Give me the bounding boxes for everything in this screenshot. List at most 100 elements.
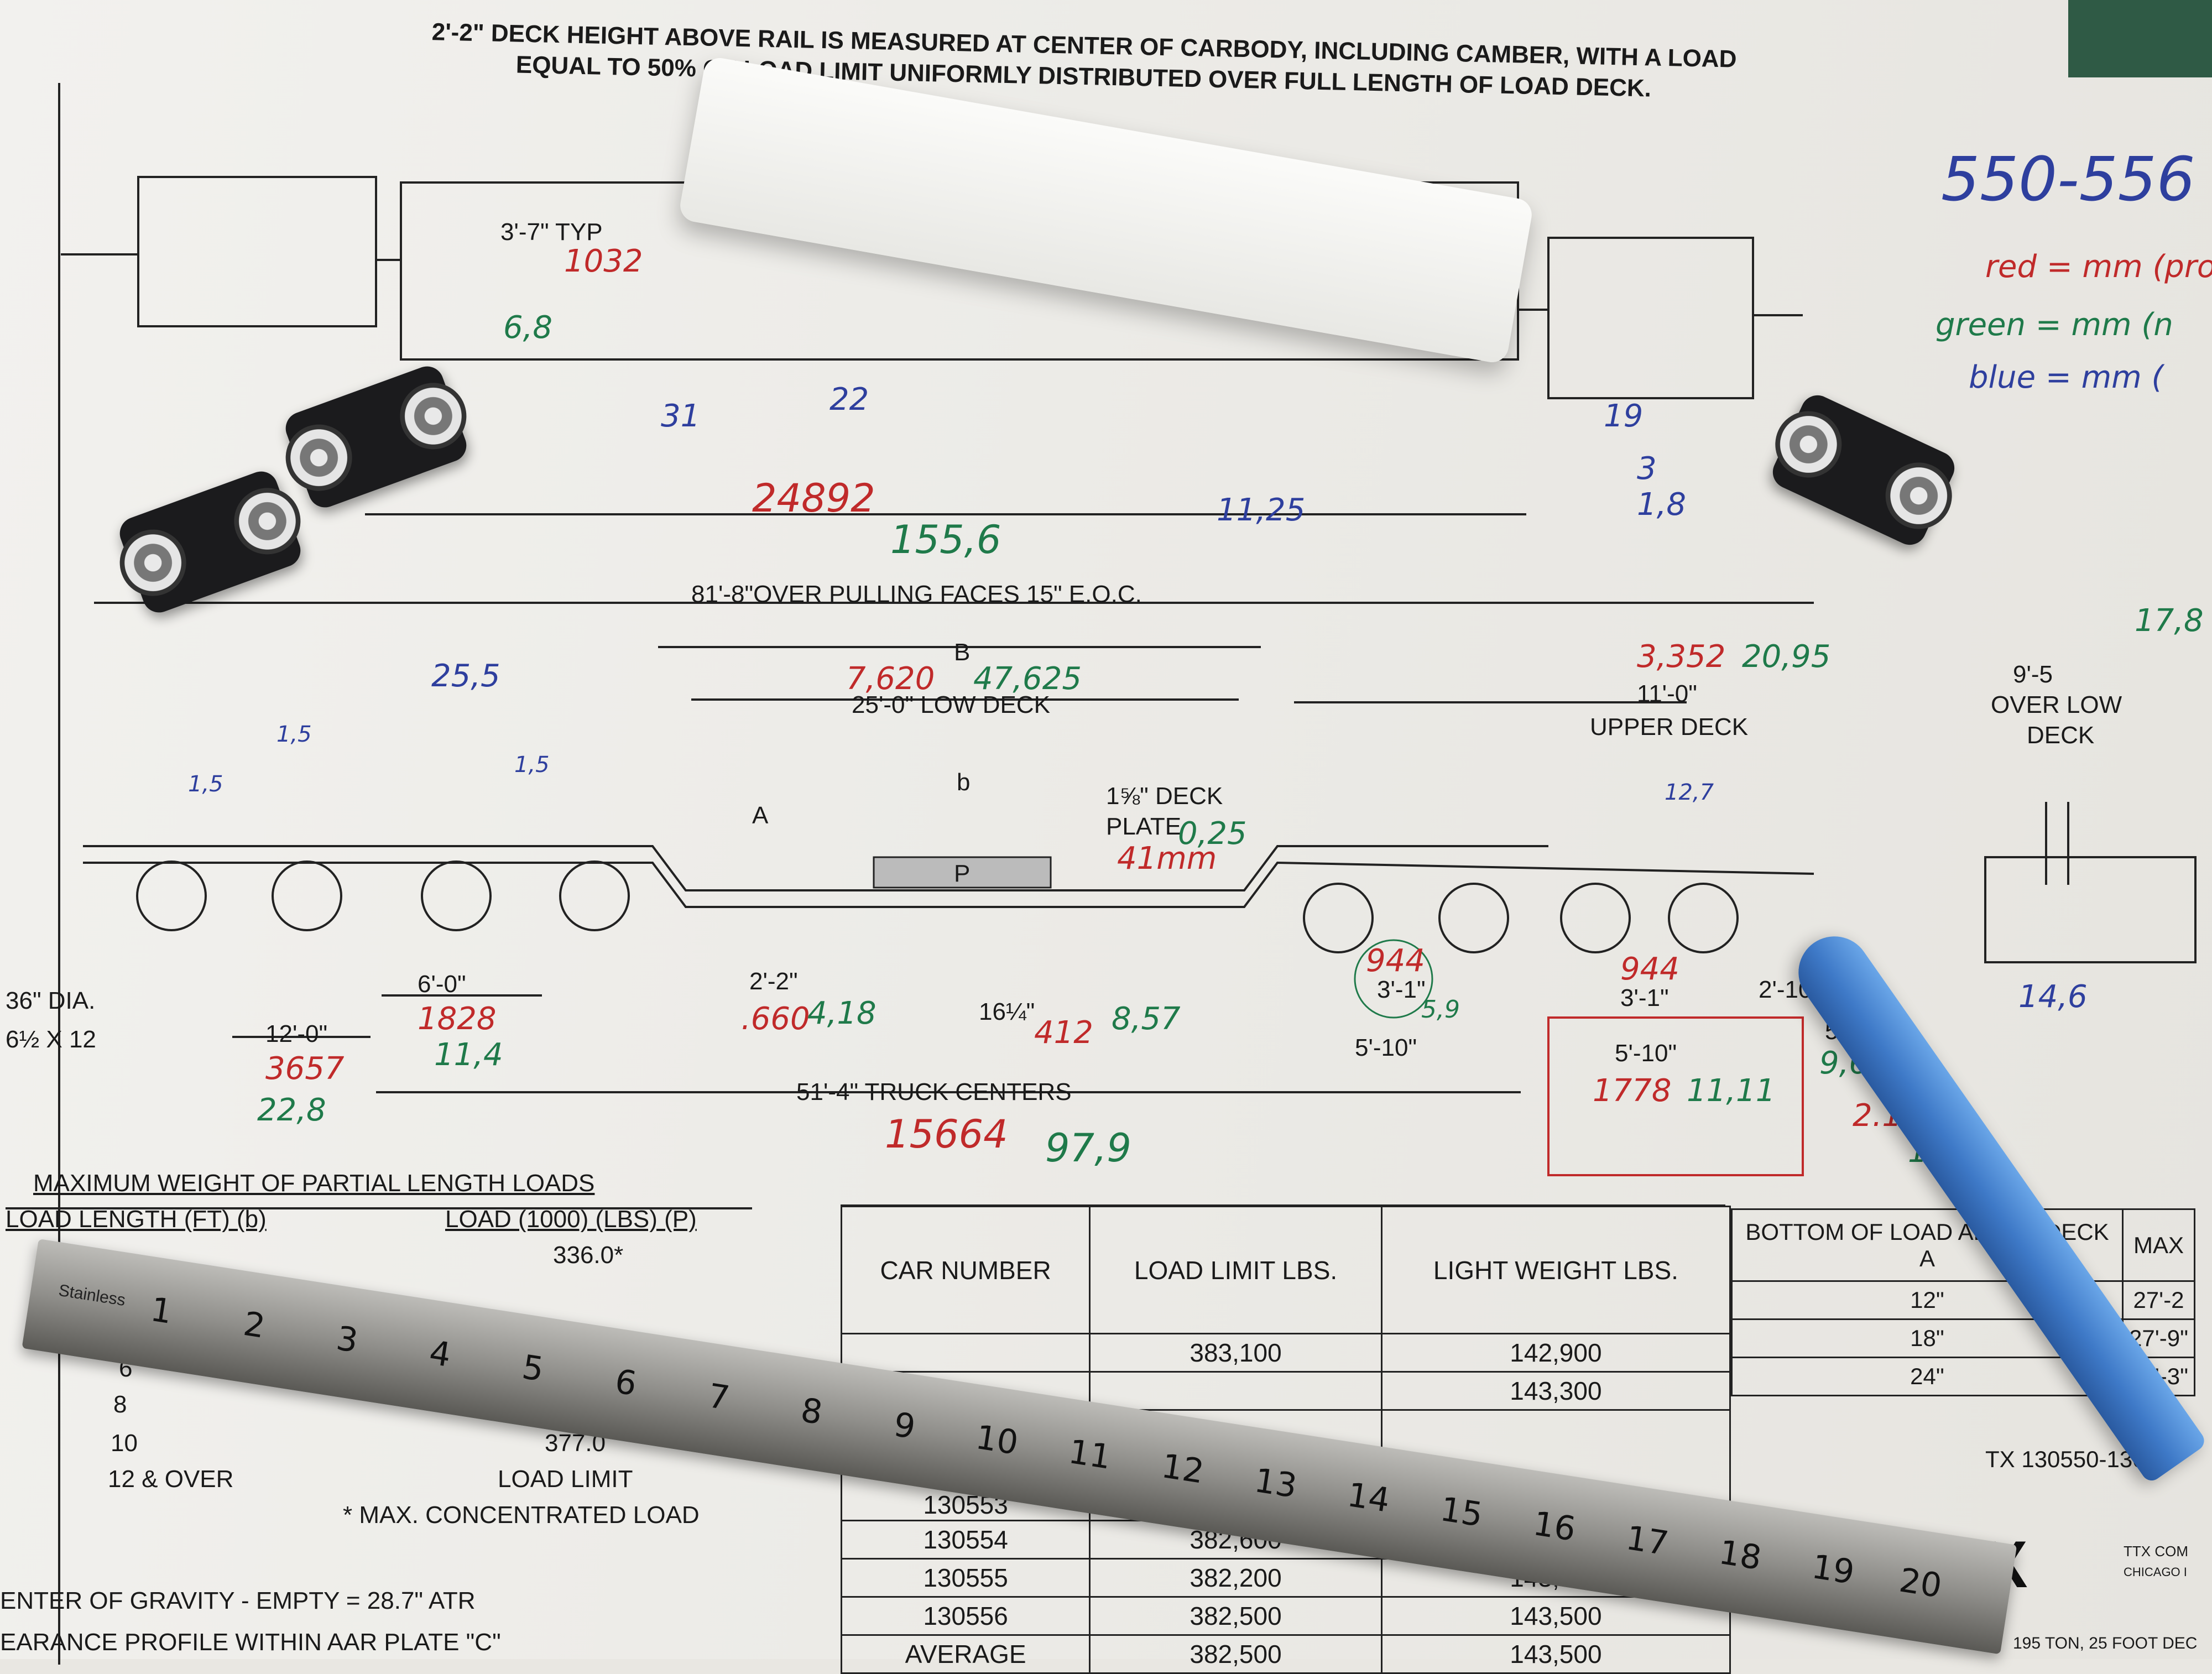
deck-height-dim: 2'-2" [749, 968, 798, 995]
hand-green-6: 22,8 [257, 1092, 326, 1128]
hand-green-5: 11,4 [434, 1037, 503, 1073]
dim-a-label: A [752, 802, 769, 829]
ruler-number: 9 [891, 1405, 918, 1447]
ruler-number: 5 [519, 1347, 546, 1389]
over-low-deck-label-2: DECK [2027, 722, 2095, 749]
weights-row-load: 336.0* [553, 1242, 624, 1269]
ruler-number: 16 [1530, 1504, 1578, 1549]
typ-dimension: 3'-7" TYP [500, 218, 603, 246]
ruler-number: 20 [1896, 1561, 1945, 1606]
upper-deck-label: UPPER DECK [1590, 713, 1749, 740]
over-low-deck-dim: 9'-5 [2013, 661, 2053, 688]
ruler-number: 1 [148, 1290, 175, 1332]
table-row: 12"27'-2 [1731, 1280, 2195, 1320]
ruler-number: 19 [1809, 1547, 1857, 1592]
ruler-number: 18 [1716, 1533, 1764, 1578]
hand-red-4: 3,352 [1637, 639, 1726, 675]
ruler-brand: Stainless [57, 1281, 127, 1310]
hand-blue-4: 3 [1637, 451, 1657, 487]
hand-green-3: 47,625 [973, 661, 1082, 697]
hand-red-8: 412 [1034, 1015, 1093, 1051]
deck-plate-label: 1⅝" DECK [1106, 783, 1223, 810]
hand-blue-7: 25,5 [431, 658, 500, 694]
ruler-number: 11 [1066, 1432, 1114, 1477]
ruler-number: 15 [1437, 1489, 1485, 1535]
hand-blue-12: 1,5 [188, 771, 223, 797]
weights-row-load: LOAD LIMIT [498, 1466, 633, 1493]
wheel-diameter: 36" DIA. [6, 987, 96, 1014]
col-header: MAX [2122, 1208, 2195, 1282]
hand-blue-6: 11,25 [1217, 492, 1306, 528]
ruler-number: 3 [333, 1318, 361, 1360]
ruler-number: 14 [1344, 1475, 1392, 1520]
ttx-description: 195 TON, 25 FOOT DEC [2013, 1634, 2198, 1652]
center-of-gravity-note: ENTER OF GRAVITY - EMPTY = 28.7" ATR [0, 1587, 476, 1614]
hand-blue-8: 1,5 [276, 722, 312, 747]
clearance-note: EARANCE PROFILE WITHIN AAR PLATE "C" [0, 1629, 501, 1656]
hand-blue-1: 31 [661, 398, 701, 434]
hand-green-1: 6,8 [503, 310, 553, 346]
dim-6ft: 6'-0" [418, 971, 466, 998]
ttx-company: TTX COM [2124, 1543, 2188, 1560]
col-header: CAR NUMBER [840, 1206, 1091, 1334]
hand-green-12: 97,9 [1045, 1125, 1131, 1171]
dim-3ft1-b: 3'-1" [1620, 984, 1669, 1011]
drawing-border [58, 83, 2007, 1665]
hand-blue-10: 12,7 [1665, 780, 1714, 805]
low-deck-length: 25'-0" LOW DECK [852, 691, 1051, 718]
hand-blue-9: 1,5 [514, 752, 550, 778]
hand-red-7: .660 [741, 1001, 810, 1037]
hand-red-1: 1032 [564, 243, 643, 279]
weights-footnote: * MAX. CONCENTRATED LOAD [343, 1501, 700, 1529]
hand-red-2: 24892 [752, 476, 875, 521]
hand-blue-3: 19 [1604, 398, 1644, 434]
legend-green: green = mm (n [1936, 307, 2173, 343]
truck-centers-label: 51'-4" TRUCK CENTERS [796, 1078, 1072, 1105]
ruler-number: 10 [973, 1417, 1021, 1463]
hand-green-9: 0,25 [1178, 816, 1247, 852]
load-p-label: P [954, 860, 971, 887]
over-low-deck-label: OVER LOW [1991, 691, 2122, 718]
ruler-number: 2 [241, 1304, 268, 1346]
legend-blue: blue = mm ( [1969, 359, 2164, 395]
hand-green-7: 4,18 [807, 995, 877, 1031]
hand-red-12: 1778 [1593, 1073, 1672, 1109]
dim-16-quarter: 16¼" [979, 998, 1035, 1025]
ruler-number: 17 [1623, 1519, 1671, 1563]
dim-12ft: 12'-0" [265, 1020, 328, 1047]
hand-green-2: 155,6 [890, 517, 1001, 562]
hand-red-9: 41mm [1117, 841, 1217, 877]
hand-blue-2: 22 [830, 382, 869, 418]
hand-green-4: 20,95 [1742, 639, 1831, 675]
ruler-number: 8 [798, 1391, 825, 1433]
deck-plate-label-2: PLATE [1106, 813, 1182, 840]
dim-b-capital: B [954, 639, 971, 666]
legend-red: red = mm (pro [1985, 249, 2212, 285]
ruler-number: 13 [1251, 1461, 1300, 1506]
weights-title: MAXIMUM WEIGHT OF PARTIAL LENGTH LOADS [33, 1170, 595, 1197]
ttx-city: CHICAGO I [2124, 1565, 2187, 1579]
weights-row-len: 12 & OVER [108, 1466, 234, 1493]
dim-3ft1-a: 3'-1" [1377, 976, 1426, 1003]
cutting-mat [2068, 0, 2212, 77]
upper-deck-length: 11'-0" [1637, 680, 1697, 707]
dim-5ft10-b: 5'-10" [1615, 1040, 1677, 1067]
weights-col-load: LOAD (1000) (LBS) (P) [445, 1206, 697, 1233]
hand-blue-11: 14,6 [2018, 979, 2088, 1015]
hand-green-10: 5,9 [1421, 995, 1460, 1024]
hand-red-13: 15664 [885, 1112, 1008, 1157]
weights-row-len: 10 [111, 1430, 138, 1457]
ruler-number: 12 [1159, 1446, 1207, 1492]
legend-title: 550-556 [1941, 144, 2195, 215]
hand-green-11: 11,11 [1687, 1073, 1776, 1109]
hand-blue-5: 1,8 [1637, 487, 1687, 523]
weights-row-len: 8 [113, 1391, 127, 1418]
hand-green-15: 17,8 [2135, 603, 2204, 639]
hand-red-5: 1828 [418, 1001, 497, 1037]
hand-red-6: 3657 [265, 1051, 345, 1087]
dim-5ft10-a: 5'-10" [1355, 1034, 1417, 1061]
